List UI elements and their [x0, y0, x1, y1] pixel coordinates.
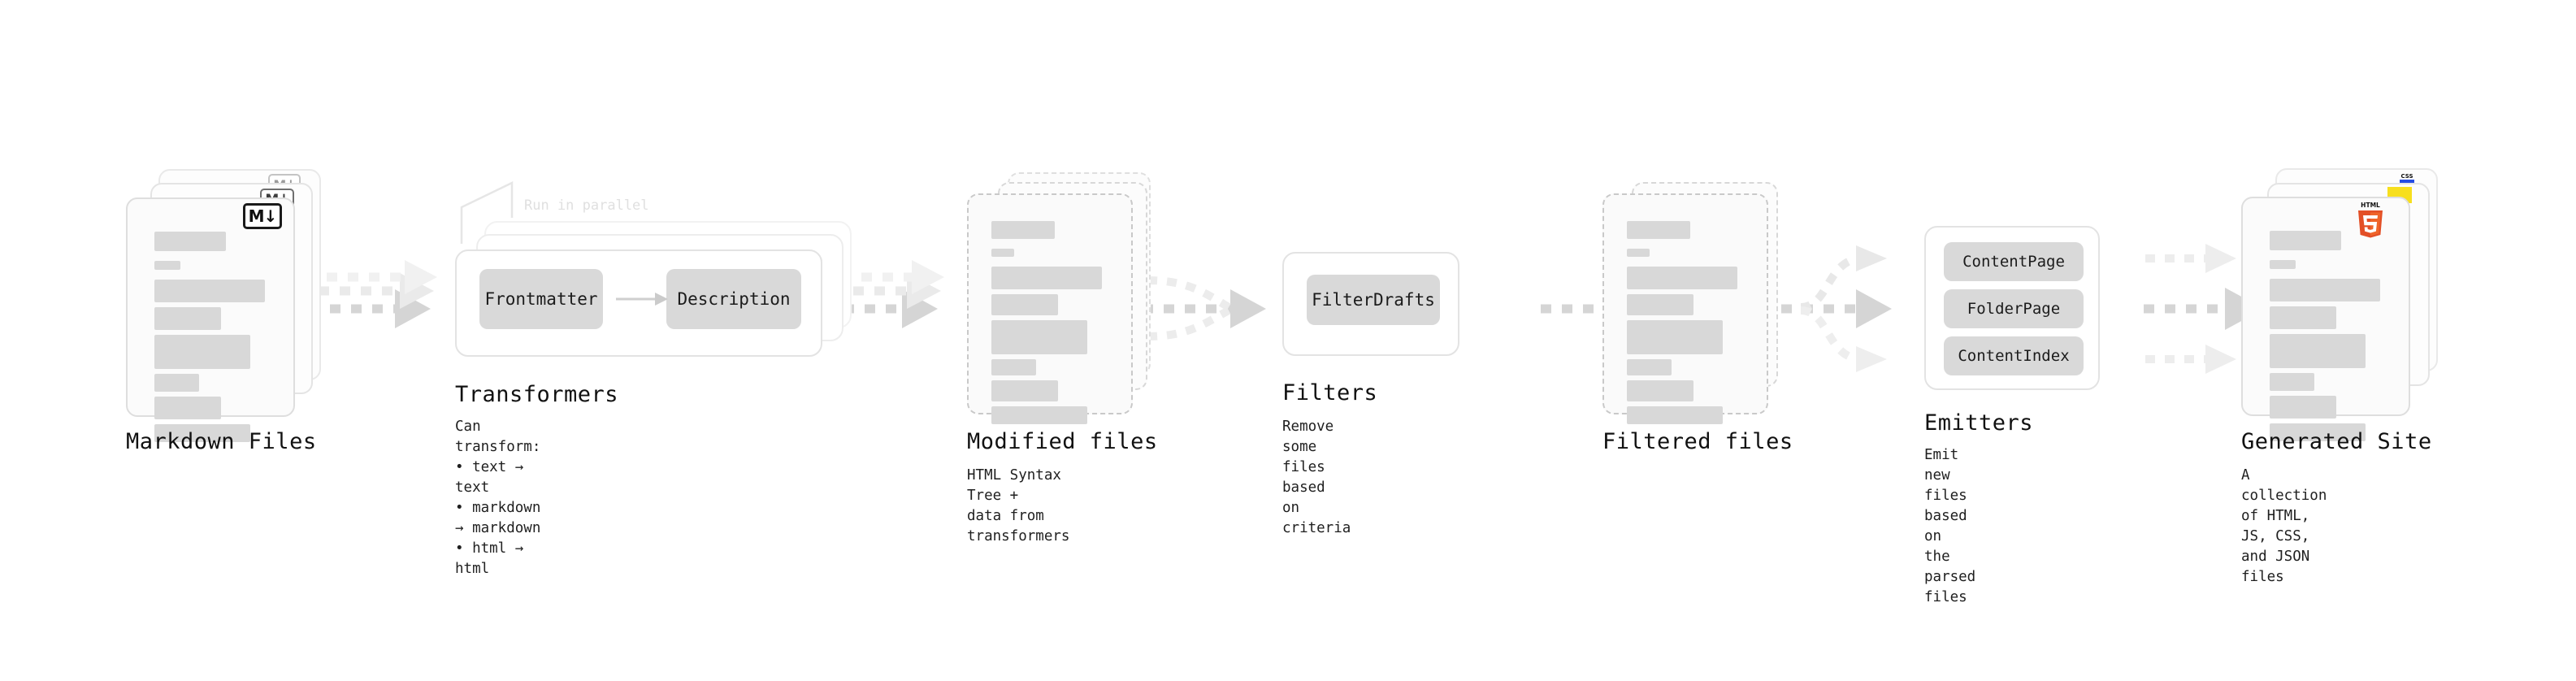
file-card-front-html — [2241, 197, 2410, 441]
html5-badge: HTML — [2358, 202, 2383, 238]
css-badge: CSS — [2400, 173, 2414, 183]
content-bar — [991, 249, 1014, 257]
content-bar — [154, 261, 180, 270]
emitter-node-contentpage[interactable]: ContentPage — [1944, 242, 2084, 281]
content-bar — [1627, 267, 1737, 289]
emitters-group: ContentPage FolderPage ContentIndex — [1924, 226, 2100, 390]
step-title-filtered-files: Filtered files — [1602, 429, 1793, 454]
transformer-group-front: Frontmatter Description — [455, 249, 822, 357]
svg-text:HTML: HTML — [2361, 202, 2380, 209]
filter-node-filterdrafts[interactable]: FilterDrafts — [1307, 275, 1440, 325]
content-bar — [154, 424, 250, 442]
content-bar — [991, 406, 1087, 424]
step-desc-filters: Remove some files based on criteria — [1282, 419, 1351, 536]
step-title-modified-files: Modified files — [967, 429, 1158, 454]
markdown-badge: M↓ — [243, 203, 282, 229]
content-bar — [2270, 231, 2341, 250]
content-bar — [1627, 406, 1723, 424]
content-bar — [991, 380, 1058, 401]
content-bar — [1627, 294, 1693, 315]
file-card-front — [1602, 193, 1768, 424]
transformer-arrow-icon — [616, 293, 668, 306]
content-bar — [154, 335, 250, 369]
content-bar — [1627, 380, 1693, 401]
connector-filtered-to-emitters — [1781, 245, 1892, 372]
emitter-node-contentindex[interactable]: ContentIndex — [1944, 336, 2084, 375]
run-in-parallel-label: Run in parallel — [524, 197, 649, 214]
content-bar — [2270, 260, 2296, 269]
connector-markdown-to-transformers — [309, 260, 437, 328]
step-desc-generated-site: A collection of HTML, JS, CSS, and JSON … — [2241, 467, 2327, 585]
transformer-node-frontmatter[interactable]: Frontmatter — [479, 269, 603, 329]
step-title-markdown-files: Markdown Files — [126, 429, 317, 454]
content-bar — [991, 359, 1036, 375]
content-bar — [991, 294, 1058, 315]
svg-text:CSS: CSS — [2400, 173, 2413, 180]
step-title-filters: Filters — [1282, 380, 1378, 406]
file-card-front — [967, 193, 1133, 424]
content-bar — [991, 221, 1055, 239]
content-bar — [991, 267, 1102, 289]
content-bar — [154, 280, 265, 302]
content-bar — [2270, 373, 2314, 391]
content-bar — [2270, 279, 2380, 301]
step-title-generated-site: Generated Site — [2241, 429, 2432, 454]
filters-group: FilterDrafts — [1282, 252, 1459, 356]
file-card-front — [126, 197, 295, 442]
content-bar — [2270, 423, 2366, 441]
content-bar — [2270, 334, 2366, 368]
content-bar — [1627, 221, 1690, 239]
step-title-emitters: Emitters — [1924, 410, 2034, 436]
step-desc-transformers: Can transform: • text → text • markdown … — [455, 419, 541, 577]
emitter-node-folderpage[interactable]: FolderPage — [1944, 289, 2084, 328]
step-desc-emitters: Emit new files based on the parsed files — [1924, 447, 1976, 605]
content-bar — [154, 232, 226, 251]
step-desc-modified-files: HTML Syntax Tree + data from transformer… — [967, 467, 1070, 544]
content-bar — [154, 374, 199, 392]
content-bar — [2270, 396, 2336, 419]
content-bar — [2270, 306, 2336, 329]
content-bar — [1627, 320, 1723, 354]
content-bar — [991, 320, 1087, 354]
step-title-transformers: Transformers — [455, 382, 619, 407]
transformer-node-description[interactable]: Description — [666, 269, 801, 329]
content-bar — [1627, 249, 1650, 257]
content-bar — [154, 307, 221, 330]
content-bar — [154, 397, 221, 419]
connector-modified-to-filters — [1143, 276, 1266, 340]
content-bar — [1627, 359, 1672, 375]
